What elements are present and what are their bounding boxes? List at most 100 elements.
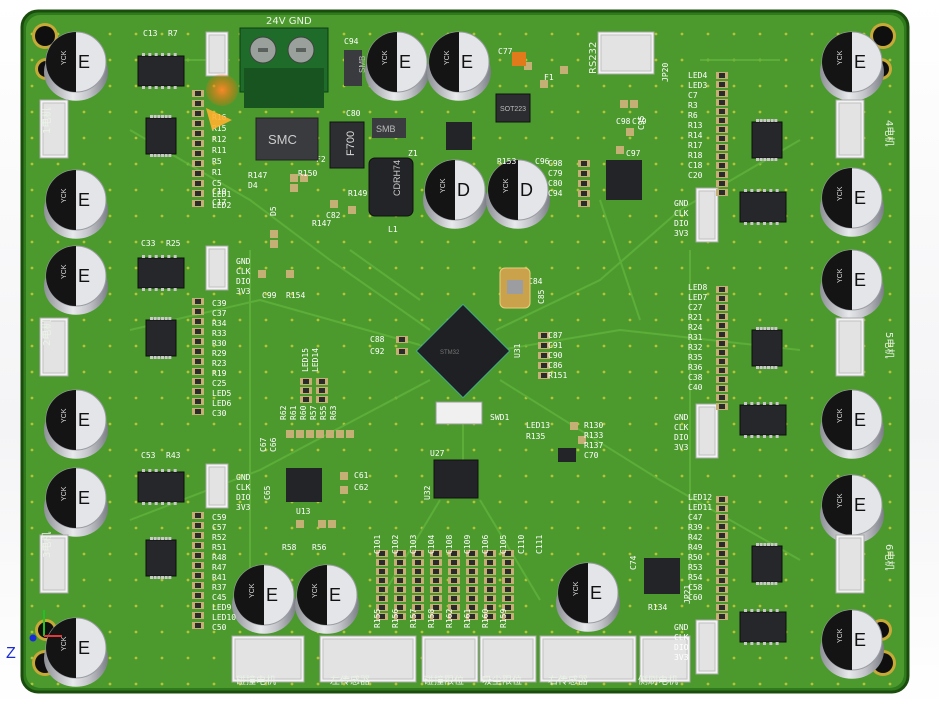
silk-label: R160 <box>481 609 490 628</box>
swd-header[interactable] <box>435 401 483 425</box>
cap-brand: YCK <box>61 50 68 65</box>
smd-part-body <box>505 596 511 601</box>
ic-pin <box>154 502 158 505</box>
silk-label: R133 <box>584 431 603 440</box>
smd-part-body <box>195 379 201 384</box>
smd-part-body <box>397 614 403 619</box>
cap-polarity-band <box>822 168 852 228</box>
motor-label-left: 3电机 <box>40 532 53 558</box>
connector-cavity <box>42 102 66 156</box>
silk-label: R157 <box>409 609 418 628</box>
ic-pin <box>157 537 161 540</box>
silk-label: LED9 <box>212 603 231 612</box>
silk-label: C85 <box>537 289 546 304</box>
smd-part-body <box>397 596 403 601</box>
ic-pin <box>756 119 759 122</box>
silk-label: R150 <box>298 169 317 178</box>
silk-label: R19 <box>212 369 227 378</box>
smd-part-body <box>195 181 201 186</box>
cap-brand: YCK <box>249 583 256 598</box>
silk-label: C66 <box>269 437 278 452</box>
ic-pin <box>168 317 172 320</box>
power-terminal-label: 24V GND <box>266 16 312 27</box>
silk-label: GND <box>236 257 251 266</box>
ic-pin <box>167 288 171 291</box>
axis-origin <box>29 634 37 642</box>
ic-pin <box>767 158 770 161</box>
silk-label: R11 <box>212 146 227 155</box>
ic-pin <box>759 327 763 330</box>
silk-label: R151 <box>548 371 567 380</box>
silk-label: DIO <box>674 433 689 442</box>
silk-label: LED5 <box>212 389 231 398</box>
bottom-connector-label: 碰撞限位 <box>424 674 464 687</box>
smd-part-body <box>719 596 725 601</box>
ic-pin <box>769 222 773 225</box>
smb-label: SMB <box>376 124 396 134</box>
sot-label: SOT223 <box>500 106 526 113</box>
silk-label: CLK <box>236 267 251 276</box>
silk-label: LED1 <box>212 190 231 199</box>
ic-pin <box>161 356 164 359</box>
silk-label: LED11 <box>688 503 712 512</box>
silk-label: R52 <box>212 533 227 542</box>
axis-z-label: Z <box>6 645 16 662</box>
smd-part-body <box>195 593 201 598</box>
smd-part-body <box>379 569 385 574</box>
smd-part-body <box>433 569 439 574</box>
driver-ic <box>751 121 783 159</box>
silk-label: LED7 <box>688 293 707 302</box>
cap-polarity-band <box>558 563 588 623</box>
bottom-connector-label: 左传感器 <box>330 674 370 687</box>
smd-part-body <box>195 111 201 116</box>
ic-pin <box>150 537 153 540</box>
bottom-connector-label: 吸尘限位 <box>482 674 522 687</box>
power-section: SMC F700 CDRH74 L1 SMB SMB SOT223 <box>255 50 531 234</box>
silk-label: C84 <box>528 277 543 286</box>
ic-pin <box>161 288 164 291</box>
ic-pin <box>164 356 168 359</box>
smd-part-body <box>719 163 725 168</box>
ic-pin <box>167 469 171 472</box>
smd-part-body <box>719 323 725 328</box>
silk-label: LED6 <box>212 399 231 408</box>
smd-part-body <box>195 299 201 304</box>
silk-label: R35 <box>688 353 703 362</box>
mounting-hole <box>35 26 55 46</box>
selection-marker[interactable] <box>206 74 238 106</box>
silk-label: C50 <box>212 623 227 632</box>
smd-part-body <box>719 287 725 292</box>
smd-part-body <box>451 587 457 592</box>
silk-label: R1 <box>212 168 222 177</box>
smd-part-body <box>195 309 201 314</box>
silk-label: R56 <box>312 543 327 552</box>
ic-pin <box>148 86 152 89</box>
cap-mark: E <box>78 638 90 658</box>
power-terminal-block[interactable]: 24V GND <box>239 16 329 108</box>
driver-ic <box>145 319 177 357</box>
smd-part-body <box>195 161 201 166</box>
smd-part-body <box>541 333 547 338</box>
silk-label: C27 <box>688 303 703 312</box>
smd-part <box>296 520 304 528</box>
silk-label: R24 <box>688 323 703 332</box>
silk-label: C77 <box>498 47 513 56</box>
cap-mark: E <box>78 266 90 286</box>
ic-pin <box>770 582 774 585</box>
cap-mark: E <box>854 270 866 290</box>
silk-label: R6 <box>688 111 698 120</box>
ic-pin <box>744 642 747 645</box>
ic-pin <box>763 582 767 585</box>
smd-part-body <box>719 404 725 409</box>
silk-label: C101 <box>373 535 382 554</box>
silk-label: C40 <box>688 383 703 392</box>
smd-part-body <box>487 560 493 565</box>
smd-part <box>620 100 628 108</box>
main-mcu[interactable]: STM32 <box>415 303 511 399</box>
smd-part-body <box>195 319 201 324</box>
smd-part <box>286 270 294 278</box>
